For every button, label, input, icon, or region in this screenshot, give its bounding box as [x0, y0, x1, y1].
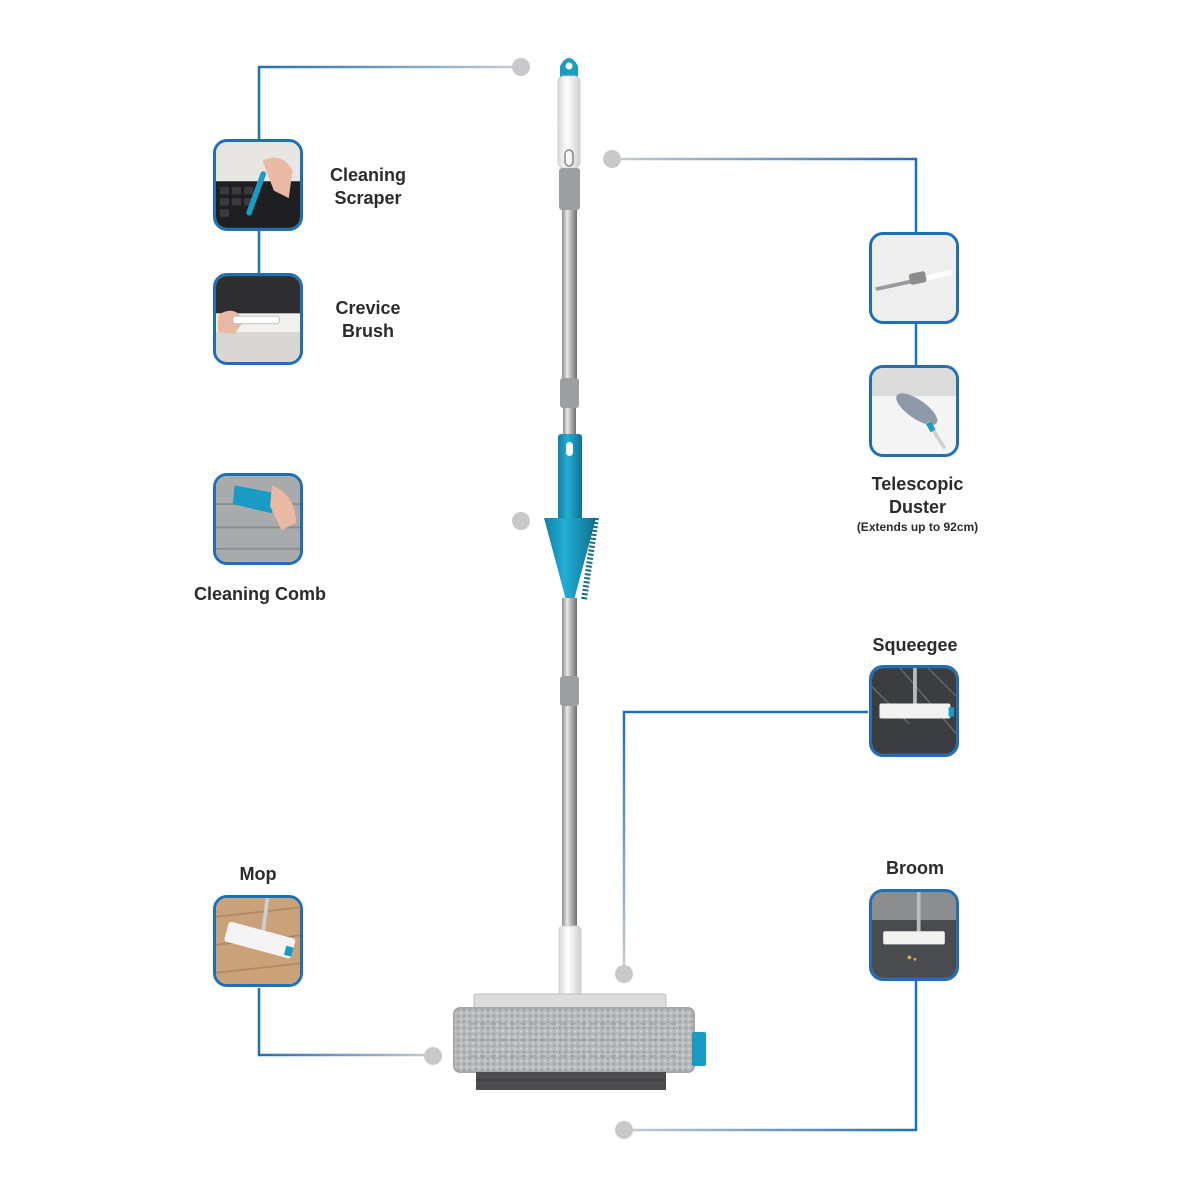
- duster-extension-note: (Extends up to 92cm): [856, 520, 979, 534]
- crevice-brush-icon: [216, 276, 300, 362]
- mop-thumbnail: [213, 895, 303, 987]
- connector-dot: [512, 58, 530, 76]
- connector-dot: [615, 965, 633, 983]
- cleaning-scraper-thumbnail: [213, 139, 303, 231]
- mop-icon: [216, 898, 300, 984]
- crevice-brush-label: Crevice Brush: [335, 298, 401, 341]
- cleaning-comb-label: Cleaning Comb: [193, 584, 326, 604]
- broom-label: Broom: [886, 858, 944, 878]
- scraper-connector: [257, 65, 520, 360]
- cleaning-comb-thumbnail: [213, 473, 303, 565]
- comb-icon: [216, 476, 300, 562]
- crevice-brush-thumbnail: [213, 273, 303, 365]
- connector-dot: [424, 1047, 442, 1065]
- squeegee-connector: [622, 710, 868, 972]
- squeegee-label: Squeegee: [872, 635, 958, 655]
- duster-handle-thumbnail: [869, 232, 959, 324]
- telescopic-duster-thumbnail: [869, 365, 959, 457]
- broom-thumbnail: [869, 889, 959, 981]
- duster-icon: [872, 235, 956, 321]
- mop-label: Mop: [239, 864, 277, 884]
- mop-connector: [257, 988, 432, 1057]
- scraper-icon: [216, 142, 300, 228]
- duster-icon: [872, 368, 956, 454]
- cleaning-scraper-label: Cleaning Scraper: [329, 165, 406, 208]
- broom-connector: [624, 978, 918, 1132]
- connector-dot: [512, 512, 530, 530]
- broom-icon: [872, 892, 956, 978]
- connector-dot: [603, 150, 621, 168]
- squeegee-icon: [872, 668, 956, 754]
- telescopic-duster-label: Telescopic Duster (Extends up to 92cm): [840, 473, 995, 535]
- squeegee-thumbnail: [869, 665, 959, 757]
- connector-dot: [615, 1121, 633, 1139]
